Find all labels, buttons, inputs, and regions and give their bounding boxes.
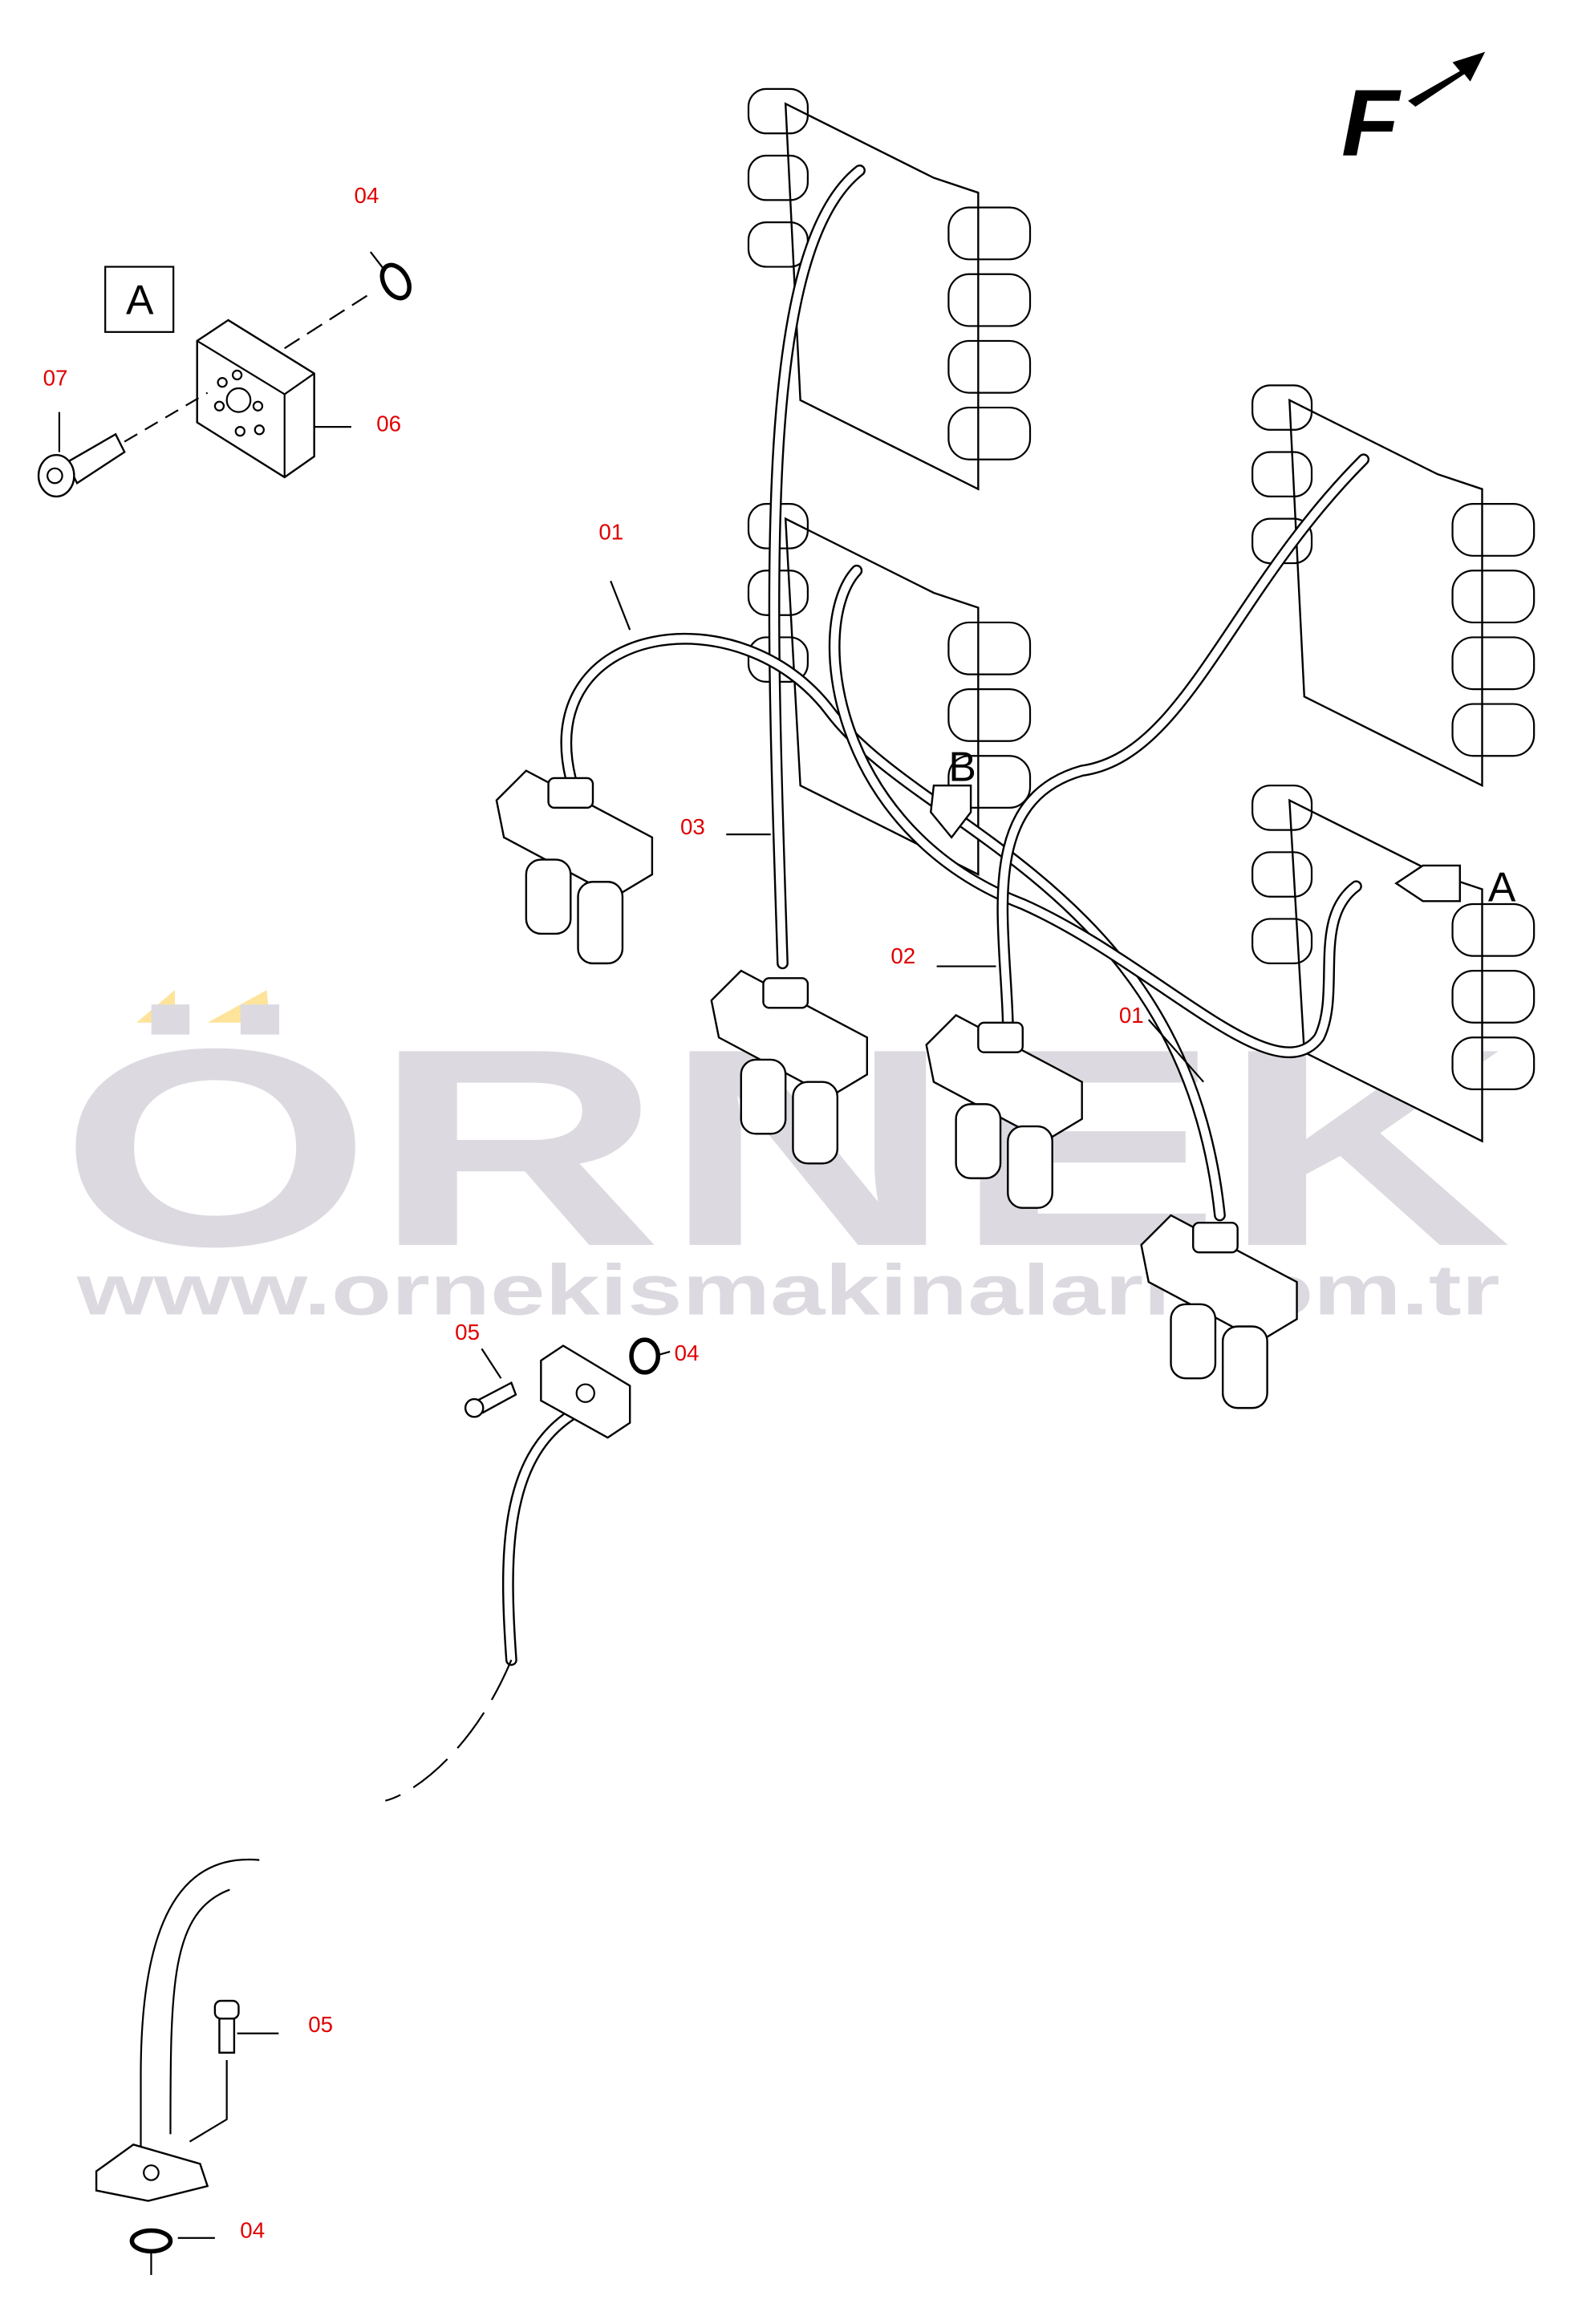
detail-a-label: A [126,277,154,323]
arrow-icon [1408,51,1486,107]
socket-screw [37,432,126,498]
filter-unit [710,969,868,1165]
hose-end-detail [95,1337,671,2275]
o-ring [129,2228,173,2254]
adapter-plate [196,318,315,479]
callout-06: 06 [376,412,401,436]
callout-01: 01 [1119,1003,1144,1028]
callouts: 04 07 06 01 03 02 01 04 05 05 04 [43,183,1144,2243]
o-ring [629,1337,661,1375]
socket-screw [464,1381,517,1418]
callout-01: 01 [598,519,623,544]
filters [495,769,1298,1409]
valve-bank [747,87,1032,491]
filter-unit [1140,1214,1298,1409]
leader-lines [610,580,1205,1083]
view-marker-b: B [948,744,976,790]
front-direction-marker: F [1341,51,1486,176]
callout-05: 05 [455,1320,480,1345]
flange [540,1345,631,1439]
filter-unit [495,769,654,965]
view-arrow-b [929,784,972,839]
view-marker-a: A [1488,863,1516,910]
front-label: F [1341,71,1402,176]
callout-04: 04 [675,1340,700,1365]
callout-04: 04 [240,2218,265,2243]
valve-bank [1251,384,1535,788]
valve-bank [747,503,1032,876]
watermark-accent [207,990,270,1023]
callout-05: 05 [308,2012,333,2037]
filter-unit [925,1014,1083,1209]
o-ring [379,262,412,301]
callout-03: 03 [680,814,705,839]
hoses [140,164,1370,2149]
detail-a: A [37,251,412,498]
callout-04: 04 [355,183,379,208]
socket-screw [213,1999,240,2054]
callout-02: 02 [890,943,915,968]
flange [95,2144,209,2202]
callout-07: 07 [43,365,68,390]
view-arrow-a [1394,864,1461,902]
